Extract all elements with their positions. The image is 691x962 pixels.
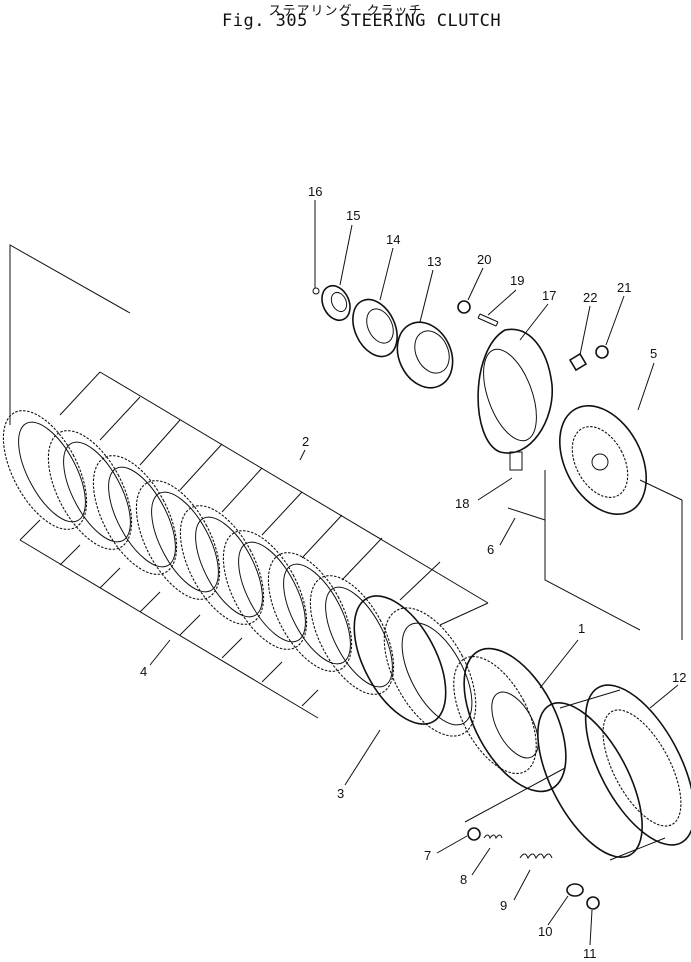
callout-16: 16 [308, 184, 322, 199]
callout-11: 11 [583, 946, 597, 961]
clutch-disc-stack [2, 410, 477, 737]
callout-14: 14 [386, 232, 400, 247]
clutch-pack-brackets [9, 244, 489, 719]
callout-3: 3 [337, 786, 344, 801]
callout-13: 13 [427, 254, 441, 269]
bearing-assembly [312, 284, 454, 389]
title-japanese: ステアリング クラッチ [268, 4, 423, 19]
figure-title: Fig. 305 STEERING CLUTCH [222, 11, 501, 31]
callout-7: 7 [424, 848, 431, 863]
callout-6: 6 [487, 542, 494, 557]
figure-number: Fig. 305 [222, 11, 308, 31]
figure-name: STEERING CLUTCH [340, 11, 502, 31]
callout-5: 5 [650, 346, 657, 361]
callout-4: 4 [140, 664, 147, 679]
leader-lines [149, 200, 679, 946]
callout-labels: 16 15 14 13 20 19 17 22 21 5 2 18 6 1 4 … [140, 184, 686, 961]
callout-12: 12 [672, 670, 686, 685]
pressure-plate [544, 404, 683, 640]
callout-2: 2 [302, 434, 309, 449]
callout-20: 20 [477, 252, 491, 267]
callout-9: 9 [500, 898, 507, 913]
callout-19: 19 [510, 273, 524, 288]
callout-1: 1 [578, 621, 585, 636]
callout-10: 10 [538, 924, 552, 939]
callout-8: 8 [460, 872, 467, 887]
callout-17: 17 [542, 288, 556, 303]
small-parts [457, 300, 609, 910]
clutch-drum [537, 684, 691, 861]
release-lever [477, 328, 553, 471]
callout-15: 15 [346, 208, 360, 223]
callout-18: 18 [455, 496, 469, 511]
callout-22: 22 [583, 290, 597, 305]
clutch-hub [453, 647, 567, 823]
callout-21: 21 [617, 280, 631, 295]
